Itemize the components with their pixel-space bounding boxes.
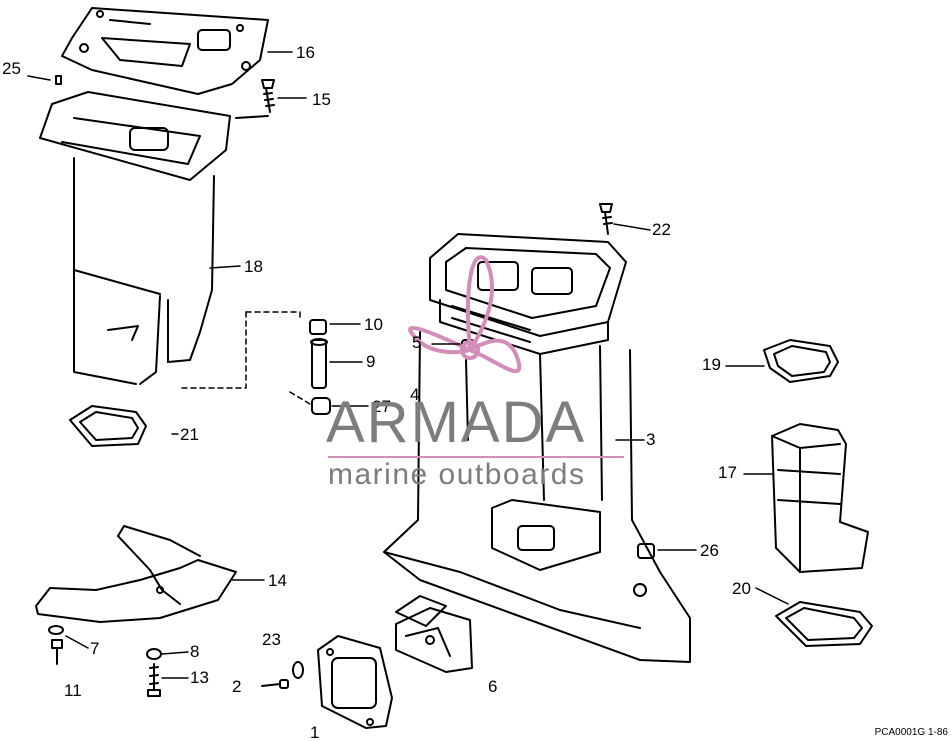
part-10-grommet [309,319,327,335]
callout-5: 5 [412,333,422,352]
callout-22: 22 [652,220,671,239]
assembly-leader-lines [177,311,311,405]
part-21-gasket [69,405,147,447]
part-22-bolt [599,203,613,235]
callout-13: 13 [190,668,209,687]
callout-17: 17 [718,463,737,482]
callout-20: 20 [732,579,751,598]
part-11-bolt [51,639,63,665]
drawing-code: PCA0001G 1-86 [874,727,948,738]
part-15-bolt [261,79,275,113]
part-2-screw [261,679,289,689]
part-16-gasket [61,7,269,95]
callout-23: 23 [262,630,281,649]
part-9-tube [310,338,328,389]
callout-9: 9 [366,352,376,371]
part-3-driveshaft-housing [383,233,691,663]
callout-18: 18 [244,257,263,276]
part-27-seal [311,397,331,415]
watermark-brand-name: ARMADA [326,390,587,455]
part-1-cover [317,635,393,729]
callout-2: 2 [232,677,242,696]
part-26-plug [637,543,655,559]
callout-8: 8 [190,642,200,661]
watermark-tagline: marine outboards [328,458,586,491]
callout-6: 6 [488,677,498,696]
part-20-gasket [775,601,873,647]
callout-11: 11 [64,681,82,700]
watermark-divider [328,456,624,458]
part-17-exhaust-tube [771,423,869,573]
part-6-bracket [395,595,473,673]
callout-4: 4 [410,385,420,404]
part-19-gasket [763,339,839,383]
callout-leader-lines [27,51,789,679]
part-25-pin [55,75,62,85]
callout-19: 19 [702,355,721,374]
callout-14: 14 [268,571,287,590]
part-8-washer [146,648,162,660]
watermark-propeller-logo [408,255,522,374]
callout-15: 15 [312,90,331,109]
callout-1: 1 [310,723,320,741]
callout-7: 7 [90,639,100,658]
callout-27: 27 [372,397,391,416]
callout-16: 16 [296,43,315,62]
part-14-plate [35,525,237,623]
part-23-washer [292,661,304,679]
callout-21: 21 [180,425,199,444]
part-7-washer [48,625,64,635]
callout-3: 3 [646,430,656,449]
callout-26: 26 [700,541,719,560]
callout-10: 10 [364,315,383,334]
part-18-exhaust-housing [39,91,269,385]
callout-25: 25 [2,59,21,78]
part-13-bolt [147,663,161,697]
